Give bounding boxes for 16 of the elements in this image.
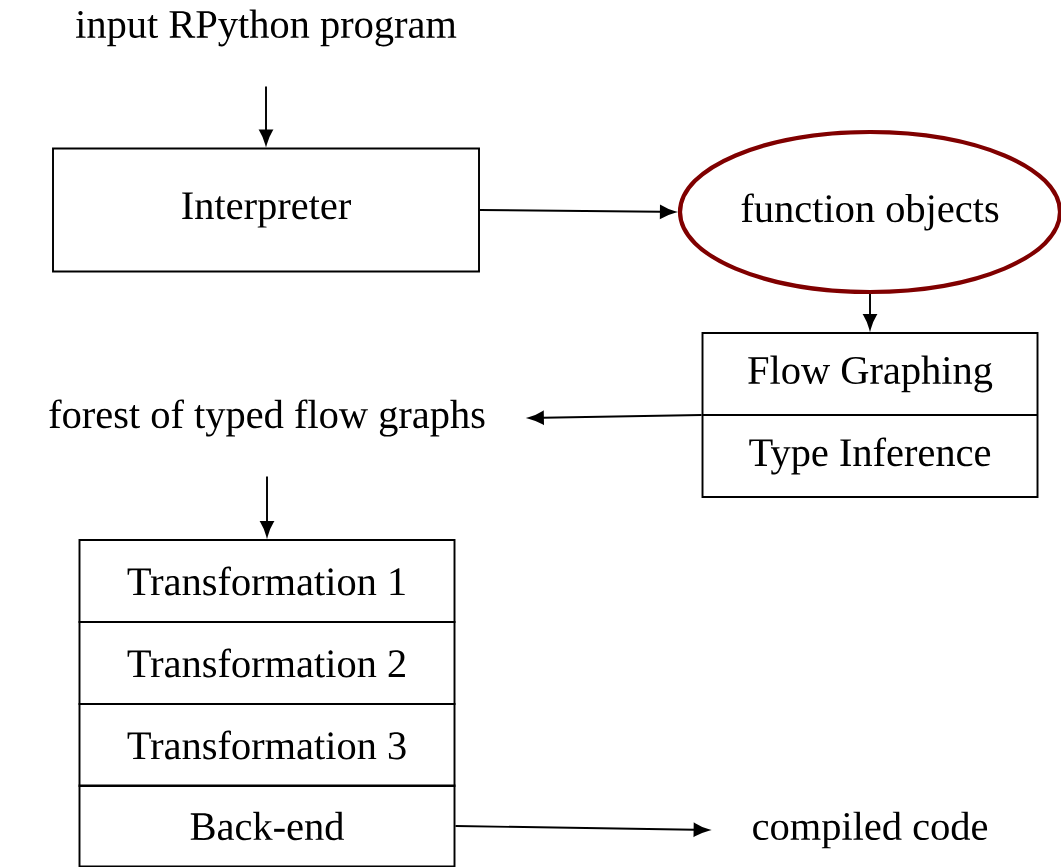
arrow — [528, 411, 703, 425]
text-label: forest of typed flow graphs — [49, 399, 485, 437]
process-box: Transformation 2 — [78, 621, 456, 705]
arrow — [479, 205, 676, 219]
process-box: Transformation 3 — [78, 703, 456, 787]
box-label: Type Inference — [749, 437, 991, 475]
process-box: Back-end — [78, 784, 456, 867]
arrow — [260, 475, 274, 537]
text-label: input RPython program — [76, 9, 457, 47]
arrow — [454, 823, 709, 837]
box-label: Flow Graphing — [748, 355, 993, 393]
process-box: Interpreter — [52, 147, 480, 273]
text-label: compiled code — [753, 811, 988, 849]
arrow — [863, 293, 877, 330]
arrow — [259, 85, 273, 145]
process-box: Transformation 1 — [78, 539, 456, 623]
